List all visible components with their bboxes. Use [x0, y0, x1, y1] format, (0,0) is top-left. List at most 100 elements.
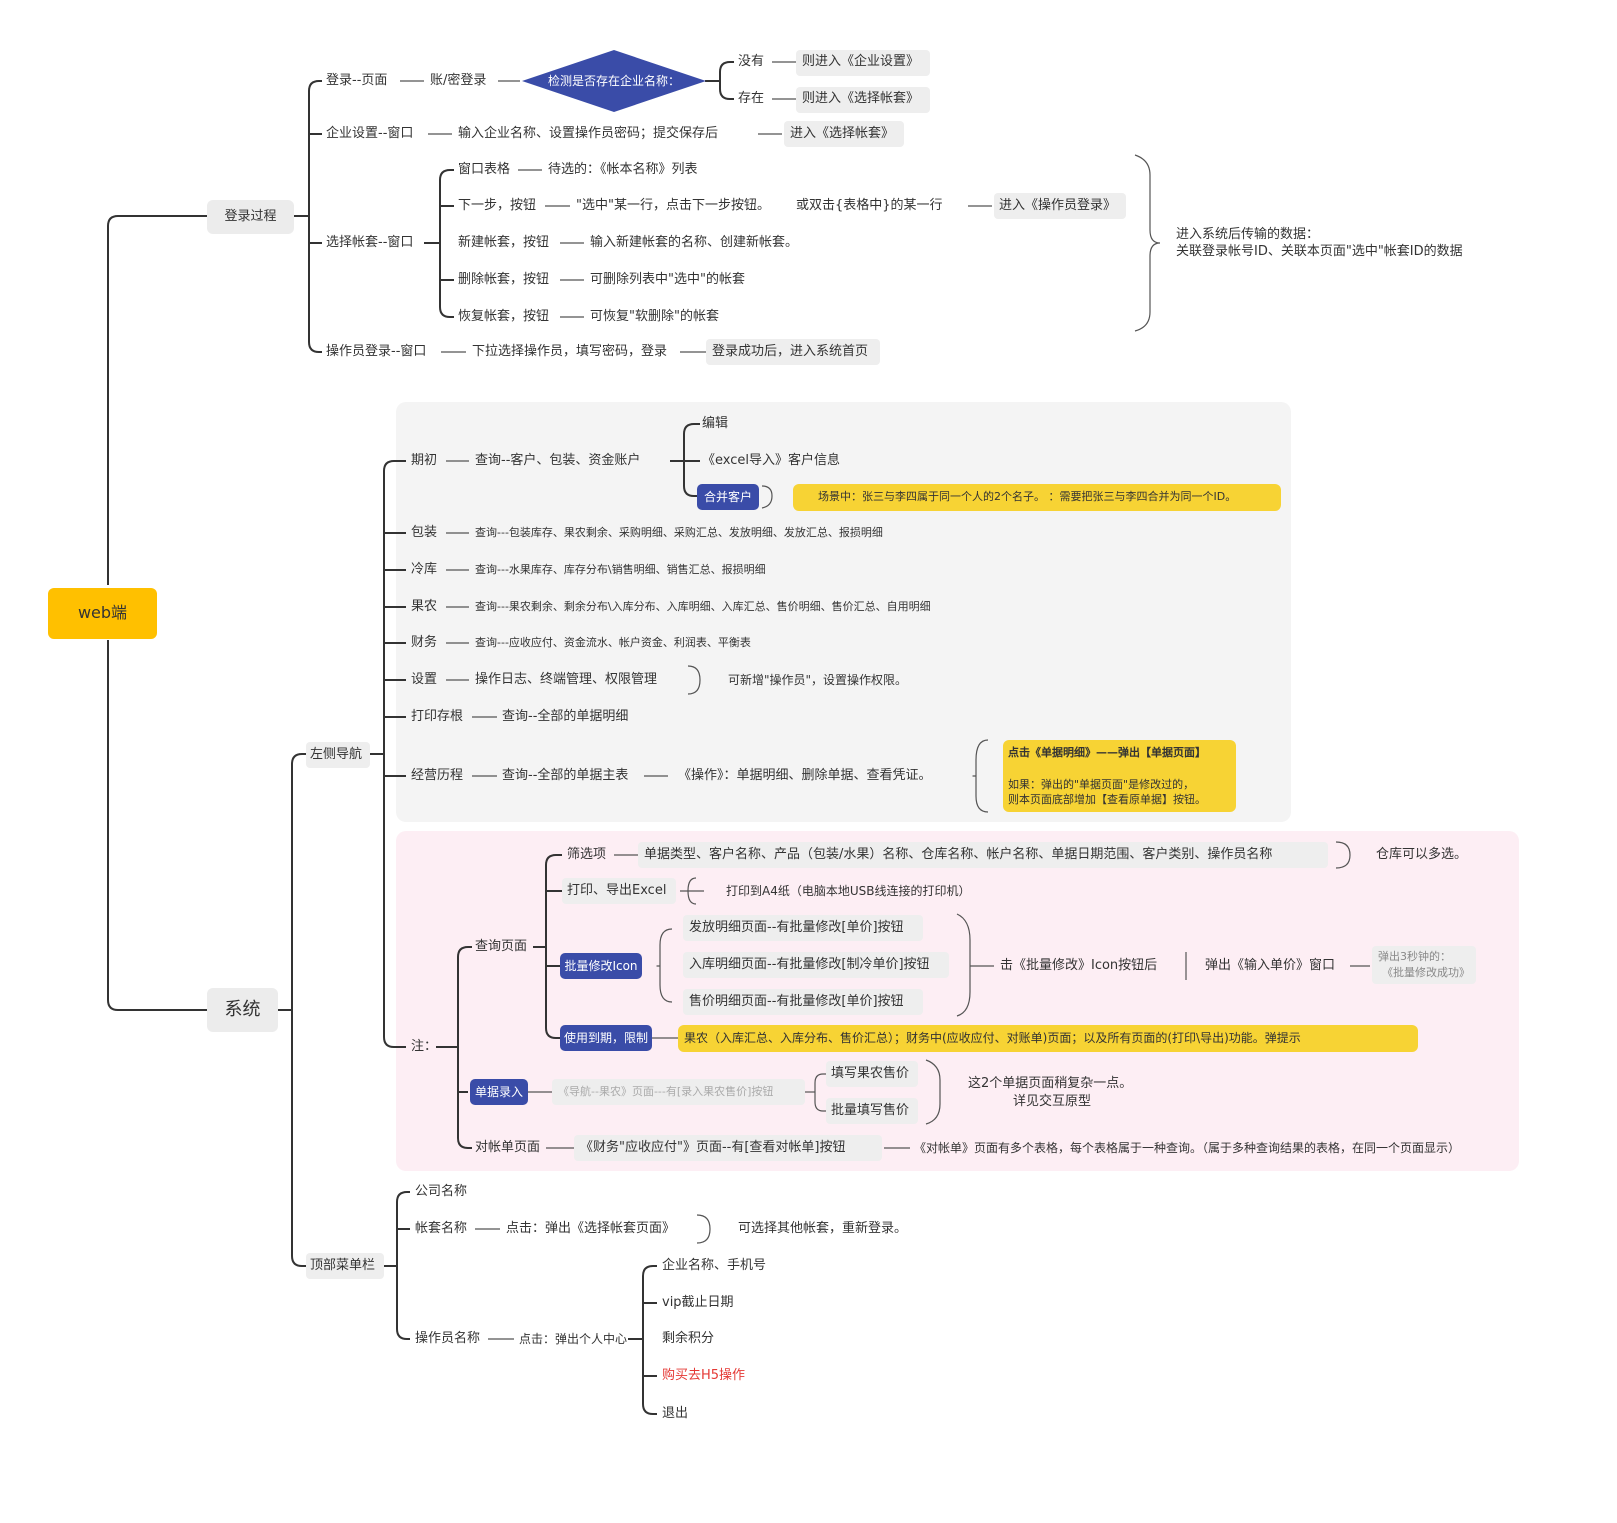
print-label: 打印存根 [411, 709, 464, 724]
expire-tag[interactable] [560, 1025, 652, 1051]
history-note-box [1003, 740, 1236, 812]
operator-login-desc: 下拉选择操作员，填写密码，登录 [472, 344, 668, 359]
pc-item-5: 退出 [662, 1406, 689, 1421]
batch2-box [683, 952, 949, 978]
next-label: 下一步，按钮 [458, 198, 537, 213]
recon-desc-box [574, 1135, 882, 1161]
batch-click: 击《批量修改》Icon按钮后 [1000, 958, 1158, 973]
book-label: 帐套名称 [415, 1221, 468, 1236]
no-go: 则进入《企业设置》 [802, 54, 920, 69]
finance-label: 财务 [411, 635, 438, 650]
cold-query: 查询---水果库存、库存分布\销售明细、销售汇总、报损明细 [475, 563, 766, 576]
batch-ok-box [1372, 946, 1476, 984]
expire-note-box [678, 1025, 1418, 1052]
entry2-label: 批量填写售价 [831, 1103, 910, 1118]
book-click: 点击：弹出《选择帐套页面》 [506, 1221, 676, 1236]
history-label: 经营历程 [411, 768, 464, 783]
pc-item-1: 企业名称、手机号 [662, 1258, 767, 1273]
yes-go: 则进入《选择帐套》 [802, 91, 920, 106]
recon-desc: 《财务"应收应付"》页面--有[查看对帐单]按钮 [580, 1140, 846, 1155]
check-diamond[interactable] [522, 50, 706, 112]
entry-tag[interactable] [470, 1079, 528, 1105]
root-label: web端 [77, 603, 128, 622]
topbar-label: 顶部菜单栏 [310, 1258, 376, 1273]
system-label: 系统 [224, 999, 261, 1020]
entry1-label: 填写果农售价 [831, 1066, 910, 1081]
login-label: 登录过程 [224, 209, 277, 224]
excel-import: 《excel导入》客户信息 [702, 453, 840, 468]
cold-label: 冷库 [411, 562, 438, 577]
next-desc2: 或双击{表格中}的某一行 [796, 198, 943, 213]
entry-note-2: 详见交互原型 [1013, 1094, 1092, 1109]
new-label: 新建帐套，按钮 [458, 235, 550, 250]
operator-go-box [706, 339, 880, 365]
account-login: 账/密登录 [430, 73, 487, 88]
batch2-label: 入库明细页面--有批量修改[制冷单价]按钮 [689, 957, 930, 972]
batch-ok-2: 《批量修改成功》 [1382, 966, 1470, 979]
batch-popup: 弹出《输入单价》窗口 [1205, 958, 1336, 973]
leftnav-node[interactable] [306, 742, 370, 768]
print-export-desc: 打印到A4纸（电脑本地USB线连接的打印机） [726, 884, 971, 898]
entry-label: 单据录入 [474, 1085, 523, 1099]
batch-edit-tag[interactable] [560, 953, 642, 979]
operator-login-window: 操作员登录--窗口 [326, 344, 427, 359]
topbar-node[interactable] [306, 1253, 384, 1279]
table-desc: 待选的：《帐本名称》列表 [548, 162, 698, 177]
merge-customer-label: 合并客户 [703, 490, 752, 504]
company-label: 公司名称 [415, 1184, 468, 1199]
batch3-label: 售价明细页面--有批量修改[单价]按钮 [689, 994, 904, 1009]
query-page-label: 查询页面 [475, 939, 528, 954]
batch-edit-label: 批量修改Icon [564, 959, 638, 973]
entry1-box [826, 1061, 918, 1087]
recon-note: 《对帐单》页面有多个表格，每个表格属于一种查询。（属于多种查询结果的表格，在同一… [914, 1141, 1461, 1155]
pack-label: 包装 [411, 525, 438, 540]
enterprise-go-box [784, 121, 904, 147]
settings-label: 设置 [411, 672, 438, 687]
batch1-label: 发放明细页面--有批量修改[单价]按钮 [689, 920, 904, 935]
note-label: 注： [411, 1039, 438, 1054]
login-page: 登录--页面 [326, 73, 388, 88]
pc-item-3: 剩余积分 [662, 1331, 715, 1346]
pack-query: 查询---包装库存、果农剩余、采购明细、采购汇总、发放明细、发放汇总、报损明细 [475, 526, 883, 539]
transfer-line2: 关联登录帐号ID、关联本页面"选中"帐套ID的数据 [1176, 244, 1463, 259]
batch3-box [683, 989, 923, 1015]
pc-item-2: vip截止日期 [662, 1295, 734, 1310]
merge-customer-tag[interactable] [697, 484, 759, 510]
farmer-query: 查询---果农剩余、剩余分布\入库分布、入库明细、入库汇总、售价明细、售价汇总、… [475, 600, 931, 613]
restore-desc: 可恢复"软删除"的帐套 [590, 309, 719, 324]
history-note-1: 点击《单据明细》——弹出【单据页面】 [1008, 746, 1206, 759]
root-node[interactable] [48, 588, 157, 639]
print-export-box [562, 878, 676, 904]
expire-note: 果农（入库汇总、入库分布、售价汇总）；财务中(应收应付、对账单)页面；以及所有页… [684, 1031, 1301, 1045]
delete-desc: 可删除列表中"选中"的帐套 [590, 272, 745, 287]
history-note-2: 如果：弹出的"单据页面"是修改过的， [1008, 778, 1195, 791]
filter-desc: 单据类型、客户名称、产品（包装/水果）名称、仓库名称、帐户名称、单据日期范围、客… [644, 847, 1273, 862]
enterprise-window: 企业设置--窗口 [326, 126, 414, 141]
filter-desc-box [638, 842, 1328, 868]
next-go-box [994, 193, 1126, 219]
init-query: 查询--客户、包装、资金账户 [475, 453, 641, 468]
login-node[interactable] [207, 200, 294, 234]
transfer-line1: 进入系统后传输的数据： [1176, 227, 1320, 242]
history-note-3: 则本页面底部增加【查看原单据】按钮。 [1008, 793, 1206, 806]
table-label: 窗口表格 [458, 162, 511, 177]
system-node[interactable] [207, 988, 278, 1032]
enterprise-desc: 输入企业名称、设置操作员密码；提交保存后 [458, 126, 719, 141]
settings-query: 操作日志、终端管理、权限管理 [475, 672, 658, 687]
check-label: 检测是否存在企业名称： [547, 74, 680, 88]
merge-note: 场景中：张三与李四属于同一个人的2个名子。 ：需要把张三与李四合并为同一个ID。 [818, 490, 1237, 503]
book-note: 可选择其他帐套，重新登录。 [738, 1221, 908, 1236]
filter-label: 筛选项 [567, 847, 607, 862]
merge-note-box [793, 484, 1281, 511]
yes-label: 存在 [738, 91, 765, 106]
enterprise-go: 进入《选择帐套》 [790, 126, 895, 141]
next-go: 进入《操作员登录》 [999, 198, 1117, 213]
pc-item-4: 购买去H5操作 [662, 1368, 746, 1383]
delete-label: 删除帐套，按钮 [458, 272, 550, 287]
no-go-box [796, 50, 930, 76]
recon-label: 对帐单页面 [475, 1140, 541, 1155]
filter-note: 仓库可以多选。 [1376, 847, 1468, 862]
batch-ok-1: 弹出3秒钟的： [1378, 950, 1451, 963]
finance-query: 查询---应收应付、资金流水、帐户资金、利润表、平衡表 [475, 636, 751, 649]
